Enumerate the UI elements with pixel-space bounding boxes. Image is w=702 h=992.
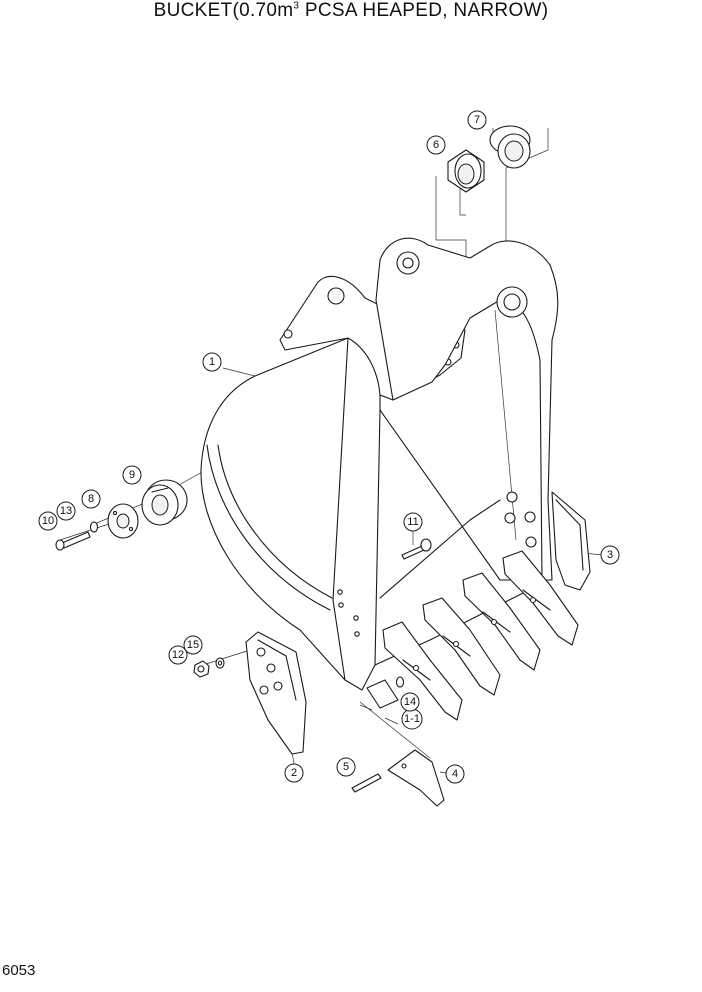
callout-1: 1 <box>202 352 222 372</box>
callout-label: 2 <box>291 767 297 779</box>
callout-label: 1 <box>209 356 215 368</box>
callout-6: 6 <box>426 135 446 155</box>
washer-15 <box>215 657 225 669</box>
callout-15: 15 <box>183 635 203 655</box>
shim-assembly <box>55 479 188 551</box>
callout-4: 4 <box>445 764 465 784</box>
callout-1-1: 1-1 <box>401 708 423 730</box>
callout-label: 5 <box>343 761 349 773</box>
callout-7: 7 <box>467 110 487 130</box>
callout-8: 8 <box>81 489 101 509</box>
nut-12 <box>193 660 210 678</box>
bushing-7 <box>489 125 531 169</box>
page-number: 6053 <box>2 962 36 979</box>
callout-label: 11 <box>407 516 418 528</box>
side-cutter-left <box>245 631 307 755</box>
title-superscript: 3 <box>293 0 300 12</box>
tooth-part <box>387 749 445 807</box>
callout-11: 11 <box>403 512 423 532</box>
callout-label: 15 <box>187 639 199 651</box>
callout-label: 14 <box>404 696 416 708</box>
bolt-11 <box>401 538 432 560</box>
callout-5: 5 <box>336 757 356 777</box>
callout-label: 7 <box>474 114 480 126</box>
title-prefix: BUCKET(0.70m <box>153 0 294 21</box>
callout-label: 9 <box>129 469 135 481</box>
callout-10: 10 <box>38 511 58 531</box>
callout-13: 13 <box>56 501 76 521</box>
callout-3: 3 <box>600 545 620 565</box>
callout-2: 2 <box>284 763 304 783</box>
callout-9: 9 <box>122 465 142 485</box>
bushing-6 <box>447 149 485 193</box>
callout-label: 13 <box>60 505 72 517</box>
callout-label: 8 <box>88 493 94 505</box>
callout-label: 4 <box>452 768 458 780</box>
pin-part <box>351 773 382 793</box>
callout-label: 6 <box>433 139 439 151</box>
callout-label: 12 <box>172 649 184 661</box>
callout-label: 3 <box>607 549 613 561</box>
callout-12: 12 <box>168 645 188 665</box>
side-cutter-right <box>551 491 591 591</box>
teeth-row <box>366 550 579 721</box>
callout-label: 10 <box>42 515 54 527</box>
callout-label: 1-1 <box>404 713 420 725</box>
title-suffix: PCSA HEAPED, NARROW) <box>299 0 549 21</box>
callout-14: 14 <box>400 692 420 712</box>
bucket-body <box>200 237 559 691</box>
diagram-title: BUCKET(0.70m3 PCSA HEAPED, NARROW) <box>0 0 702 22</box>
